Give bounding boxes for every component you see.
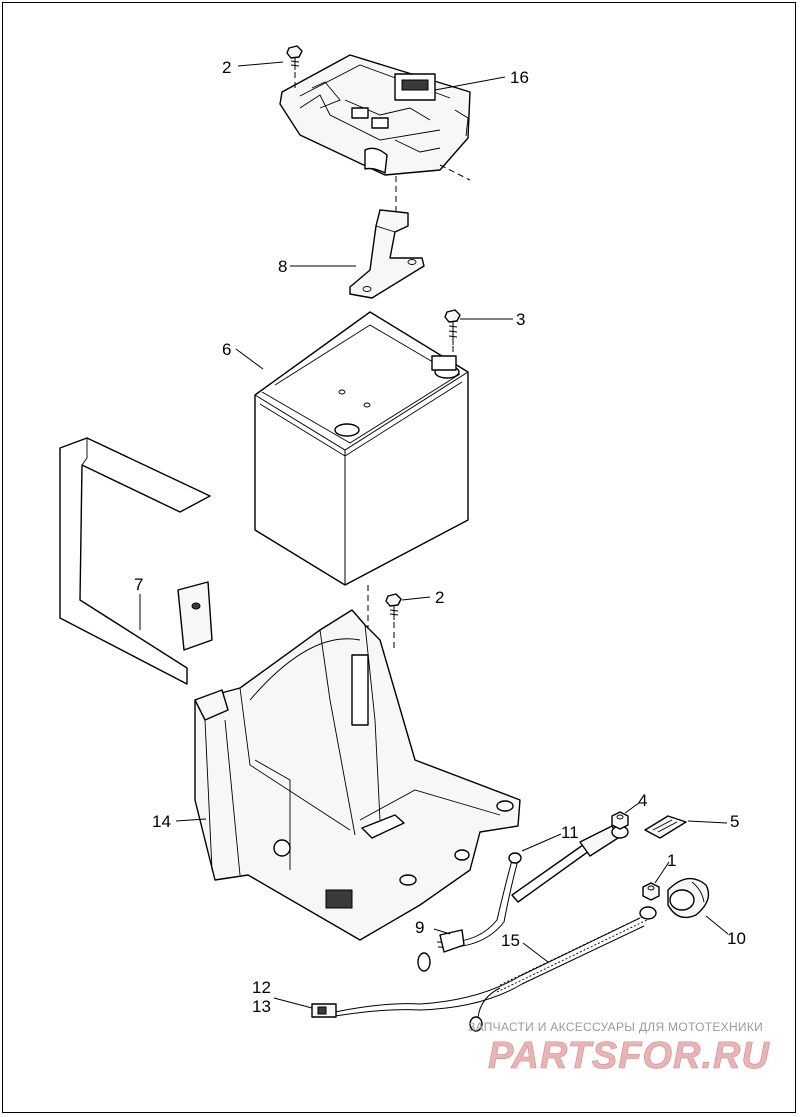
callout-2-upper: 2: [222, 58, 231, 77]
watermark-brand: PARTSFOR.RU: [488, 1035, 770, 1077]
part-7-battery-strap[interactable]: [59, 437, 213, 685]
watermark-subtitle: ЗАПЧАСТИ И АКСЕССУАРЫ ДЛЯ МОТОТЕХНИКИ: [468, 1020, 763, 1034]
callout-7: 7: [134, 575, 143, 594]
callout-13: 13: [252, 997, 271, 1016]
part-1-nut[interactable]: [642, 882, 660, 901]
callout-9: 9: [415, 918, 424, 937]
callout-12: 12: [252, 978, 271, 997]
callout-labels: 2 16 8 3 6 7 2 14 11 4 5 1 10 9 15 12 13: [134, 58, 746, 1016]
part-16-caddy-assembly[interactable]: [279, 54, 471, 181]
watermark: ЗАПЧАСТИ И АКСЕССУАРЫ ДЛЯ МОТОТЕХНИКИ PA…: [468, 1020, 770, 1077]
callout-5: 5: [730, 812, 739, 831]
part-3-terminal-screw[interactable]: [444, 309, 461, 370]
leader-lines: [139, 61, 729, 1009]
part-5-label[interactable]: [644, 815, 687, 839]
part-2-upper-screw[interactable]: [286, 45, 303, 90]
callout-14: 14: [152, 812, 171, 831]
callout-4: 4: [638, 791, 647, 810]
part-4-nut[interactable]: [611, 811, 629, 830]
part-2-lower-screw[interactable]: [385, 593, 402, 650]
callout-8: 8: [278, 257, 287, 276]
callout-6: 6: [222, 340, 231, 359]
part-14-battery-tray[interactable]: [194, 609, 521, 941]
callout-3: 3: [516, 310, 525, 329]
part-9-negative-cable[interactable]: [417, 852, 522, 972]
callout-16: 16: [510, 68, 529, 87]
callout-2-lower: 2: [435, 588, 444, 607]
part-8-bracket[interactable]: [349, 209, 425, 299]
callout-10: 10: [727, 929, 746, 948]
callout-11: 11: [561, 823, 579, 842]
callout-15: 15: [501, 931, 520, 950]
part-11-positive-cable[interactable]: [511, 825, 629, 903]
callout-1: 1: [667, 851, 676, 870]
part-15-harness-cable[interactable]: [311, 906, 657, 1032]
part-6-battery[interactable]: [254, 311, 469, 586]
part-10-terminal-boot[interactable]: [667, 877, 710, 919]
